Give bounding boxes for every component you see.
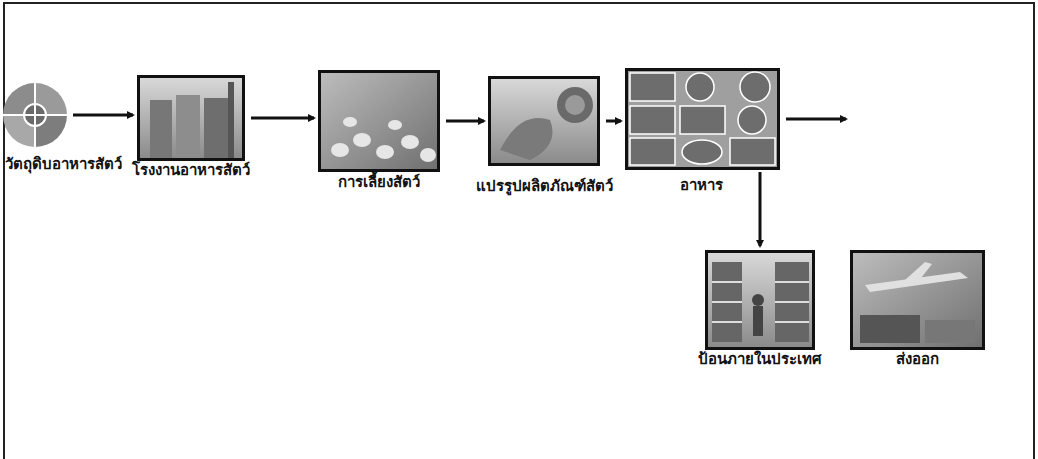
process-box: อาหาร (625, 68, 780, 170)
flow-arrow (446, 120, 484, 123)
flow-arrow (759, 172, 762, 246)
raw-material-circle: วัตถุดิบอาหารสัตว์ (3, 83, 67, 147)
process-box: แปรรูปผลิตภัณฑ์สัตว์ (488, 76, 600, 166)
node-label: วัตถุดิบอาหารสัตว์ (5, 155, 122, 173)
process-box: การเลี้ยงสัตว์ (318, 70, 440, 172)
flow-arrow (606, 120, 621, 123)
node-label: อาหาร (680, 176, 723, 194)
output-box: ป้อนภายในประเทศ (705, 250, 815, 350)
node-label: การเลี้ยงสัตว์ (338, 173, 420, 191)
node-label: แปรรูปผลิตภัณฑ์สัตว์ (476, 177, 613, 195)
node-label: โรงงานอาหารสัตว์ (132, 161, 250, 179)
process-box: โรงงานอาหารสัตว์ (137, 75, 245, 161)
flow-arrow (786, 118, 846, 121)
node-label: ส่งออก (896, 350, 939, 368)
flow-arrow (251, 117, 314, 120)
output-box: ส่งออก (850, 250, 985, 350)
node-label: ป้อนภายในประเทศ (698, 350, 822, 368)
flow-arrow (73, 114, 133, 117)
